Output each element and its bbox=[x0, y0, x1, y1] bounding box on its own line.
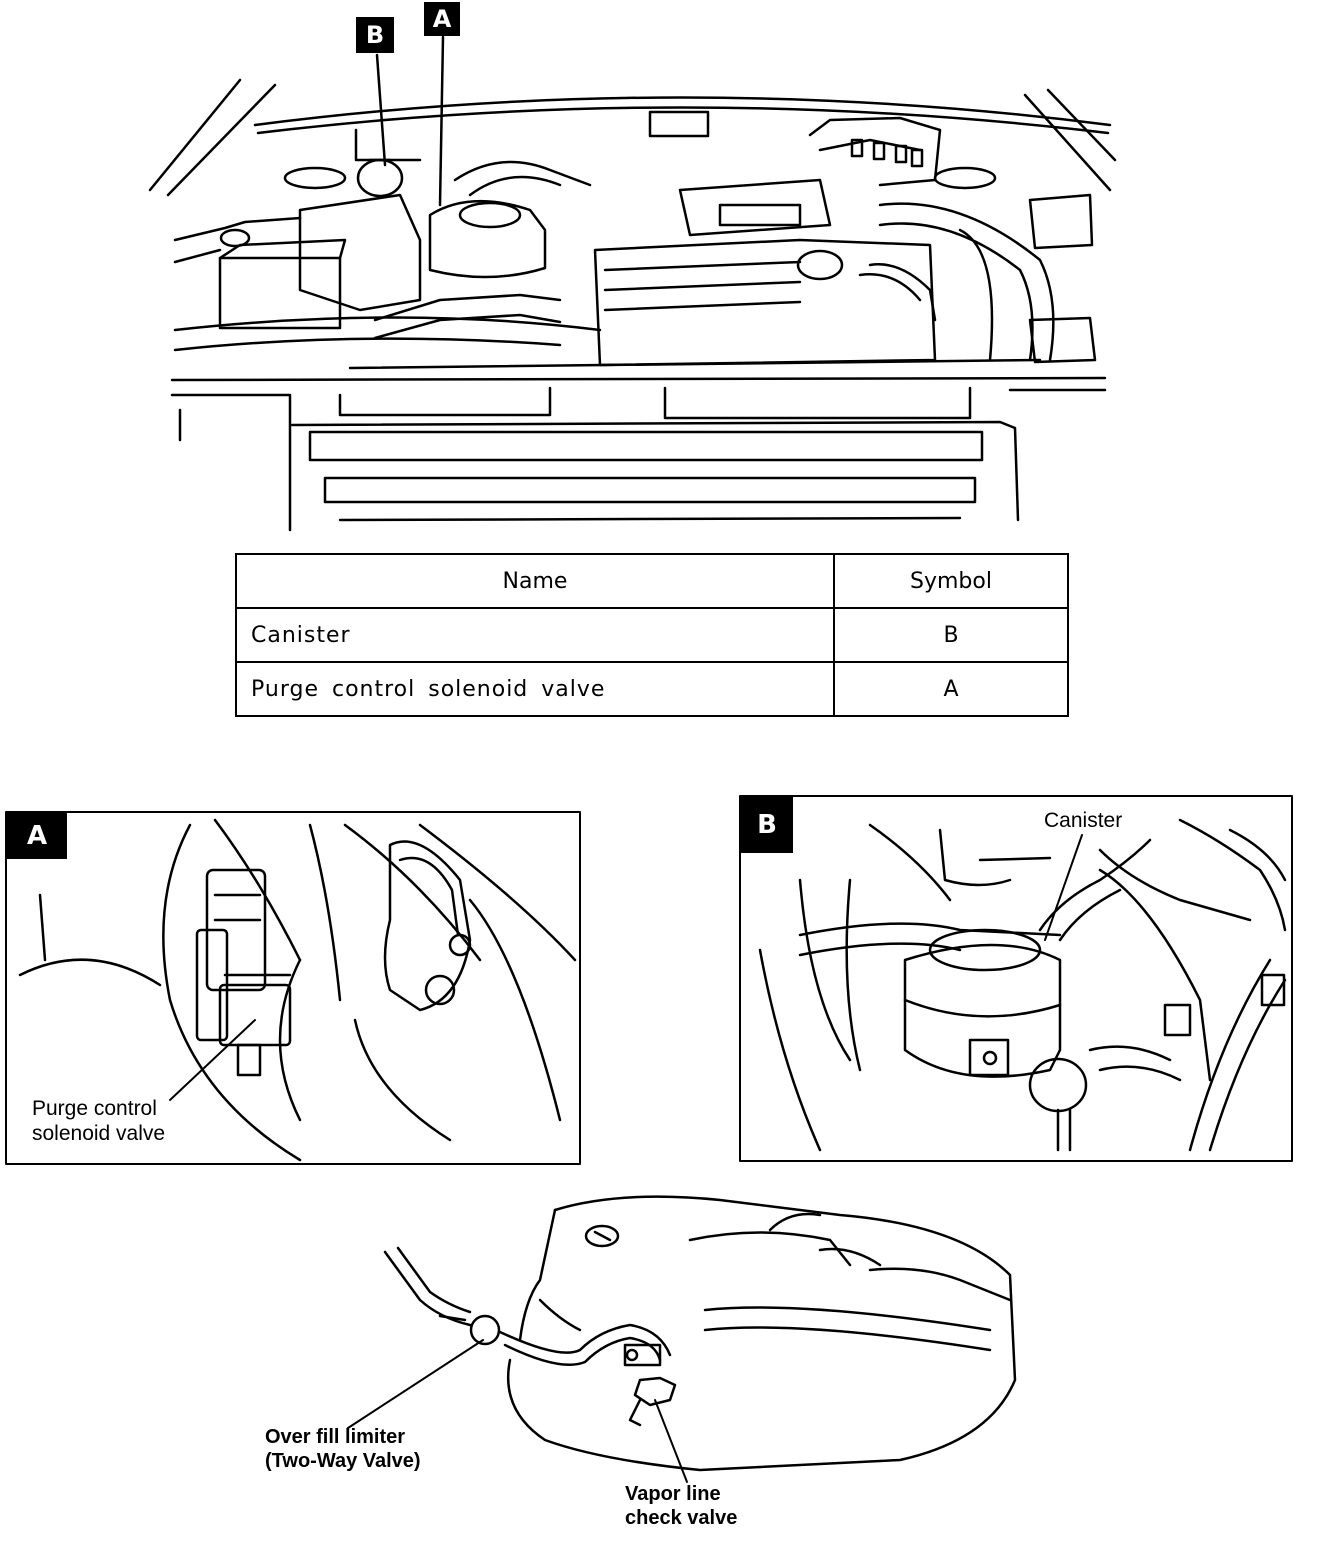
callout-b-leader bbox=[375, 53, 387, 167]
detail-b-frame bbox=[739, 795, 1293, 1162]
callout-a-badge: A bbox=[424, 2, 460, 36]
vapor-check-valve-label-line1: Vapor line bbox=[625, 1483, 721, 1505]
overfill-limiter-label-line1: Over fill limiter bbox=[265, 1426, 406, 1448]
purge-valve-label-line1: Purge control bbox=[32, 1097, 157, 1120]
vapor-check-valve-label-line2: check valve bbox=[625, 1507, 738, 1529]
canister-label: Canister bbox=[1044, 809, 1123, 832]
symbol-table: Name Symbol Canister B Purge control sol… bbox=[235, 553, 1069, 717]
purge-valve-label-line2: solenoid valve bbox=[32, 1122, 166, 1145]
table-cell-symbol: A bbox=[833, 661, 1069, 717]
overfill-limiter-label-line2: (Two-Way Valve) bbox=[265, 1450, 421, 1472]
detail-b-illustration bbox=[758, 818, 1287, 1152]
callout-a-leader bbox=[438, 35, 445, 207]
purge-valve-label: Purge control solenoid valve bbox=[32, 1096, 165, 1146]
table-row: Canister B bbox=[235, 607, 1069, 663]
detail-a-badge: A bbox=[7, 813, 67, 859]
table-cell-symbol: B bbox=[833, 607, 1069, 663]
symbol-column-header: Symbol bbox=[833, 553, 1069, 609]
table-row: Purge control solenoid valve A bbox=[235, 661, 1069, 717]
overfill-limiter-label: Over fill limiter (Two-Way Valve) bbox=[265, 1425, 421, 1473]
detail-a-illustration bbox=[18, 818, 577, 1162]
name-column-header: Name bbox=[235, 553, 835, 609]
table-header-row: Name Symbol bbox=[235, 553, 1069, 609]
callout-b-badge: B bbox=[356, 17, 394, 53]
engine-bay-illustration bbox=[148, 78, 1117, 532]
table-cell-name: Purge control solenoid valve bbox=[235, 661, 835, 717]
table-cell-name: Canister bbox=[235, 607, 835, 663]
fuel-tank-illustration bbox=[347, 1195, 1017, 1483]
detail-b-badge: B bbox=[741, 797, 793, 853]
vapor-check-valve-label: Vapor line check valve bbox=[625, 1482, 737, 1530]
detail-a-frame bbox=[5, 811, 581, 1165]
